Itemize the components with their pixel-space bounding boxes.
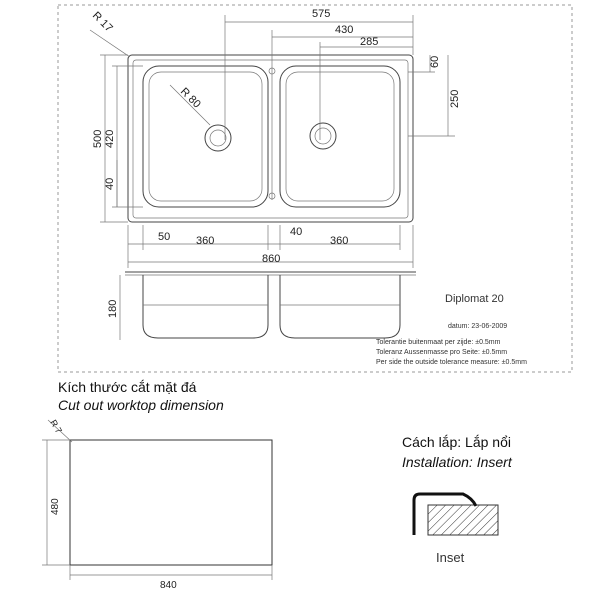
dim-50: 50 [158,231,170,243]
dim-500: 500 [92,130,104,148]
tolerance-en: Per side the outside tolerance measure: … [376,359,527,366]
cutout-title-en: Cut out worktop dimension [58,397,224,413]
profile-label: Inset [436,550,465,565]
model-name: Diplomat 20 [445,293,504,305]
dim-r17: R 17 [90,10,115,35]
dim-420: 420 [104,130,116,148]
cutout-dimension-lines [42,419,273,580]
cutout-480: 480 [50,498,61,515]
dim-360-left: 360 [196,235,214,247]
sink-side-view [125,271,416,339]
left-drain [204,124,232,152]
dim-285: 285 [360,36,378,48]
installation-title-en: Installation: Insert [402,454,513,470]
tolerance-de: Toleranz Aussenmasse pro Seite: ±0.5mm [376,349,507,356]
dim-40-horizontal: 40 [290,226,302,238]
left-bowl [142,65,269,208]
installation-title-vi: Cách lắp: Lắp nổi [402,434,511,450]
drawing-date: datum: 23-06-2009 [448,323,507,330]
dim-250: 250 [449,90,461,108]
dim-180: 180 [107,300,119,318]
dim-360-right: 360 [330,235,348,247]
sink-top-view [127,54,414,223]
dim-r80: R 80 [178,86,203,111]
dim-40-vertical: 40 [104,178,116,190]
dim-860: 860 [262,253,280,265]
inset-profile-icon [412,492,499,536]
dim-430: 430 [335,24,353,36]
dimension-lines [89,15,455,340]
right-drain [309,122,337,150]
dim-575: 575 [312,8,330,20]
cutout-title-vi: Kích thước cắt mặt đá [58,379,197,395]
right-bowl [279,65,401,208]
cutout-rectangle [69,439,273,566]
tolerance-nl: Tolerantie buitenmaat per zijde: ±0.5mm [376,339,501,346]
drawing-frame [57,4,573,373]
cutout-840: 840 [160,580,177,591]
dim-60: 60 [429,56,441,68]
